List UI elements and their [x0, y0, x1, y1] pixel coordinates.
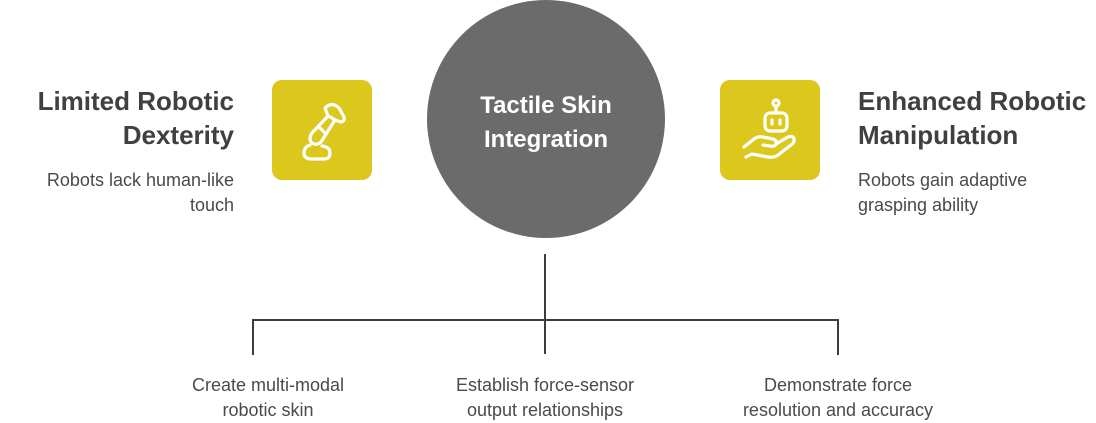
- left-icon-box: [272, 80, 372, 180]
- step-label-1: Create multi-modal robotic skin: [191, 375, 345, 420]
- right-icon-box: [720, 80, 820, 180]
- connector-stem: [544, 254, 546, 354]
- connector-drop-right: [837, 319, 839, 355]
- robotic-arm-icon: [302, 102, 346, 161]
- left-description: Robots lack human-like touch: [46, 170, 234, 215]
- center-circle: Tactile Skin Integration: [427, 0, 665, 238]
- connector-drop-left: [252, 319, 254, 355]
- step-label-3: Demonstrate force resolution and accurac…: [742, 375, 934, 420]
- right-description: Robots gain adaptive grasping ability: [858, 170, 1028, 215]
- step-label-2: Establish force-sensor output relationsh…: [455, 375, 635, 420]
- robot-on-hand-icon: [742, 98, 796, 159]
- right-title: Enhanced Robotic Manipulation: [858, 86, 1087, 150]
- center-title: Tactile Skin Integration: [480, 92, 612, 153]
- connector-bar: [252, 319, 839, 321]
- left-title: Limited Robotic Dexterity: [37, 86, 234, 150]
